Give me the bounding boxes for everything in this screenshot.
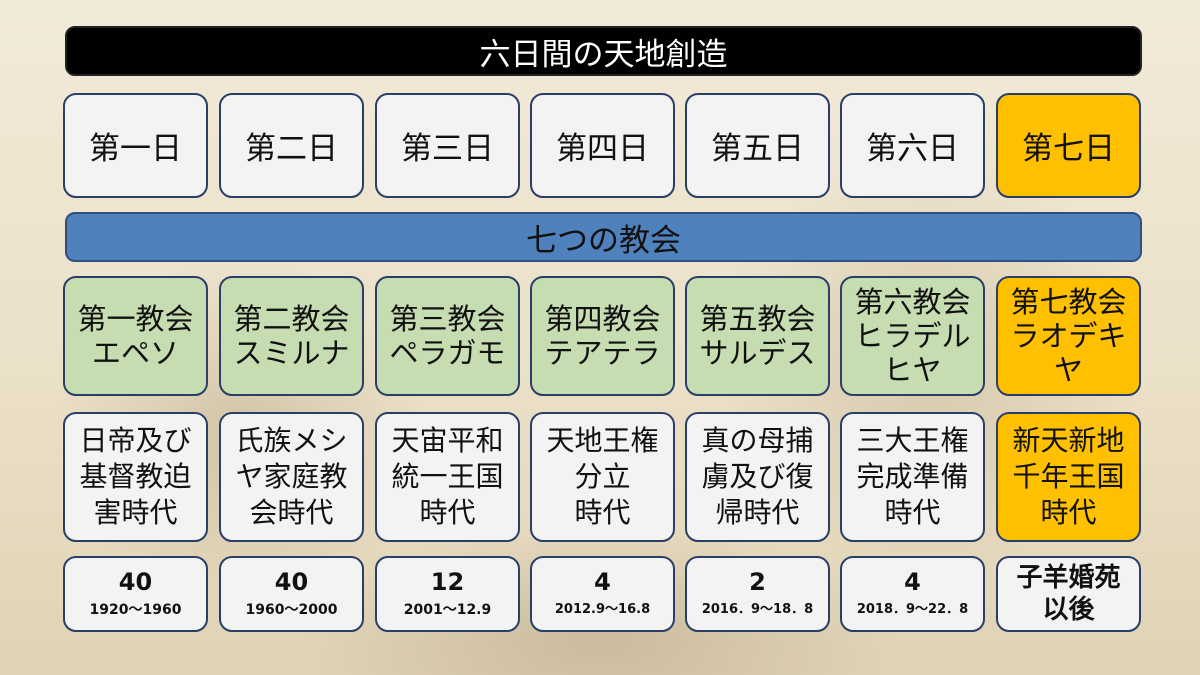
era-6-line-3: 時代: [884, 496, 941, 529]
church-3: 第三教会ペラガモ: [375, 276, 520, 396]
years-4-range: 2012.9～16.8: [554, 602, 651, 617]
church-2-line-2: スミルナ: [233, 336, 350, 370]
era-2: 氏族メシヤ家庭教会時代: [219, 412, 364, 542]
years-7: 子羊婚苑 以後: [996, 556, 1141, 632]
years-6: 4 2018．9～22．8: [840, 556, 985, 632]
years-3: 12 2001～12.9: [375, 556, 520, 632]
church-3-line-2: ペラガモ: [389, 336, 506, 370]
years-2-value: 40: [274, 568, 309, 596]
day-1: 第一日: [63, 93, 208, 198]
church-1: 第一教会エペソ: [63, 276, 208, 396]
church-4: 第四教会テアテラ: [530, 276, 675, 396]
church-6-line-2: ヒラデル: [854, 319, 971, 353]
era-7: 新天新地千年王国時代: [996, 412, 1141, 542]
church-6-line-3: ヒヤ: [883, 353, 942, 387]
years-2-range: 1960～2000: [245, 602, 338, 618]
day-6: 第六日: [840, 93, 985, 198]
church-3-line-1: 第三教会: [389, 302, 506, 336]
years-5-range: 2016．9～18．8: [701, 602, 814, 617]
church-2-line-1: 第二教会: [233, 302, 350, 336]
era-2-line-1: 氏族メシ: [235, 424, 348, 457]
years-6-range: 2018．9～22．8: [856, 602, 969, 617]
years-6-value: 4: [904, 568, 921, 596]
church-5: 第五教会サルデス: [685, 276, 830, 396]
era-4-line-3: 時代: [574, 496, 631, 529]
church-7-line-2: ラオデキ: [1010, 319, 1127, 353]
era-5-line-1: 真の母捕: [701, 424, 814, 457]
era-1-line-3: 害時代: [93, 496, 178, 529]
era-3: 天宙平和統一王国時代: [375, 412, 520, 542]
years-1-range: 1920～1960: [89, 602, 182, 618]
years-1: 40 1920～1960: [63, 556, 208, 632]
era-2-line-2: ヤ家庭教: [235, 460, 348, 493]
era-6-line-2: 完成準備: [856, 460, 969, 493]
page-title: 六日間の天地創造: [65, 26, 1142, 76]
era-3-line-2: 統一王国: [391, 460, 504, 493]
day-5: 第五日: [685, 93, 830, 198]
years-4-value: 4: [594, 568, 611, 596]
years-4: 4 2012.9～16.8: [530, 556, 675, 632]
era-2-line-3: 会時代: [249, 496, 334, 529]
day-7: 第七日: [996, 93, 1141, 198]
years-2: 40 1960～2000: [219, 556, 364, 632]
years-3-value: 12: [430, 568, 465, 596]
era-4-line-1: 天地王権: [546, 424, 659, 457]
churches-heading: 七つの教会: [65, 212, 1142, 262]
era-6: 三大王権完成準備時代: [840, 412, 985, 542]
era-1-line-1: 日帝及び: [79, 424, 192, 457]
church-2: 第二教会スミルナ: [219, 276, 364, 396]
era-7-line-1: 新天新地: [1012, 424, 1125, 457]
era-4-line-2: 分立: [574, 460, 631, 493]
church-6: 第六教会ヒラデルヒヤ: [840, 276, 985, 396]
era-5-line-2: 虜及び復: [701, 460, 814, 493]
church-7-line-3: ヤ: [1053, 353, 1083, 387]
era-7-line-3: 時代: [1040, 496, 1097, 529]
era-1: 日帝及び基督教迫害時代: [63, 412, 208, 542]
years-5: 2 2016．9～18．8: [685, 556, 830, 632]
years-7-line-2: 以後: [1042, 595, 1095, 625]
day-3: 第三日: [375, 93, 520, 198]
era-3-line-1: 天宙平和: [391, 424, 504, 457]
church-4-line-2: テアテラ: [544, 336, 661, 370]
church-7: 第七教会ラオデキヤ: [996, 276, 1141, 396]
era-3-line-3: 時代: [419, 496, 476, 529]
church-7-line-1: 第七教会: [1010, 285, 1127, 319]
years-5-value: 2: [749, 568, 766, 596]
church-5-line-2: サルデス: [699, 336, 816, 370]
years-3-range: 2001～12.9: [403, 602, 492, 618]
era-5: 真の母捕虜及び復帰時代: [685, 412, 830, 542]
church-1-line-2: エペソ: [91, 336, 179, 370]
years-7-line-1: 子羊婚苑: [1016, 563, 1121, 593]
years-1-value: 40: [118, 568, 153, 596]
church-1-line-1: 第一教会: [77, 302, 194, 336]
church-6-line-1: 第六教会: [854, 285, 971, 319]
church-5-line-1: 第五教会: [699, 302, 816, 336]
era-1-line-2: 基督教迫: [79, 460, 192, 493]
era-6-line-1: 三大王権: [856, 424, 969, 457]
day-2: 第二日: [219, 93, 364, 198]
church-4-line-1: 第四教会: [544, 302, 661, 336]
era-5-line-3: 帰時代: [715, 496, 800, 529]
era-7-line-2: 千年王国: [1012, 460, 1125, 493]
era-4: 天地王権分立時代: [530, 412, 675, 542]
day-4: 第四日: [530, 93, 675, 198]
